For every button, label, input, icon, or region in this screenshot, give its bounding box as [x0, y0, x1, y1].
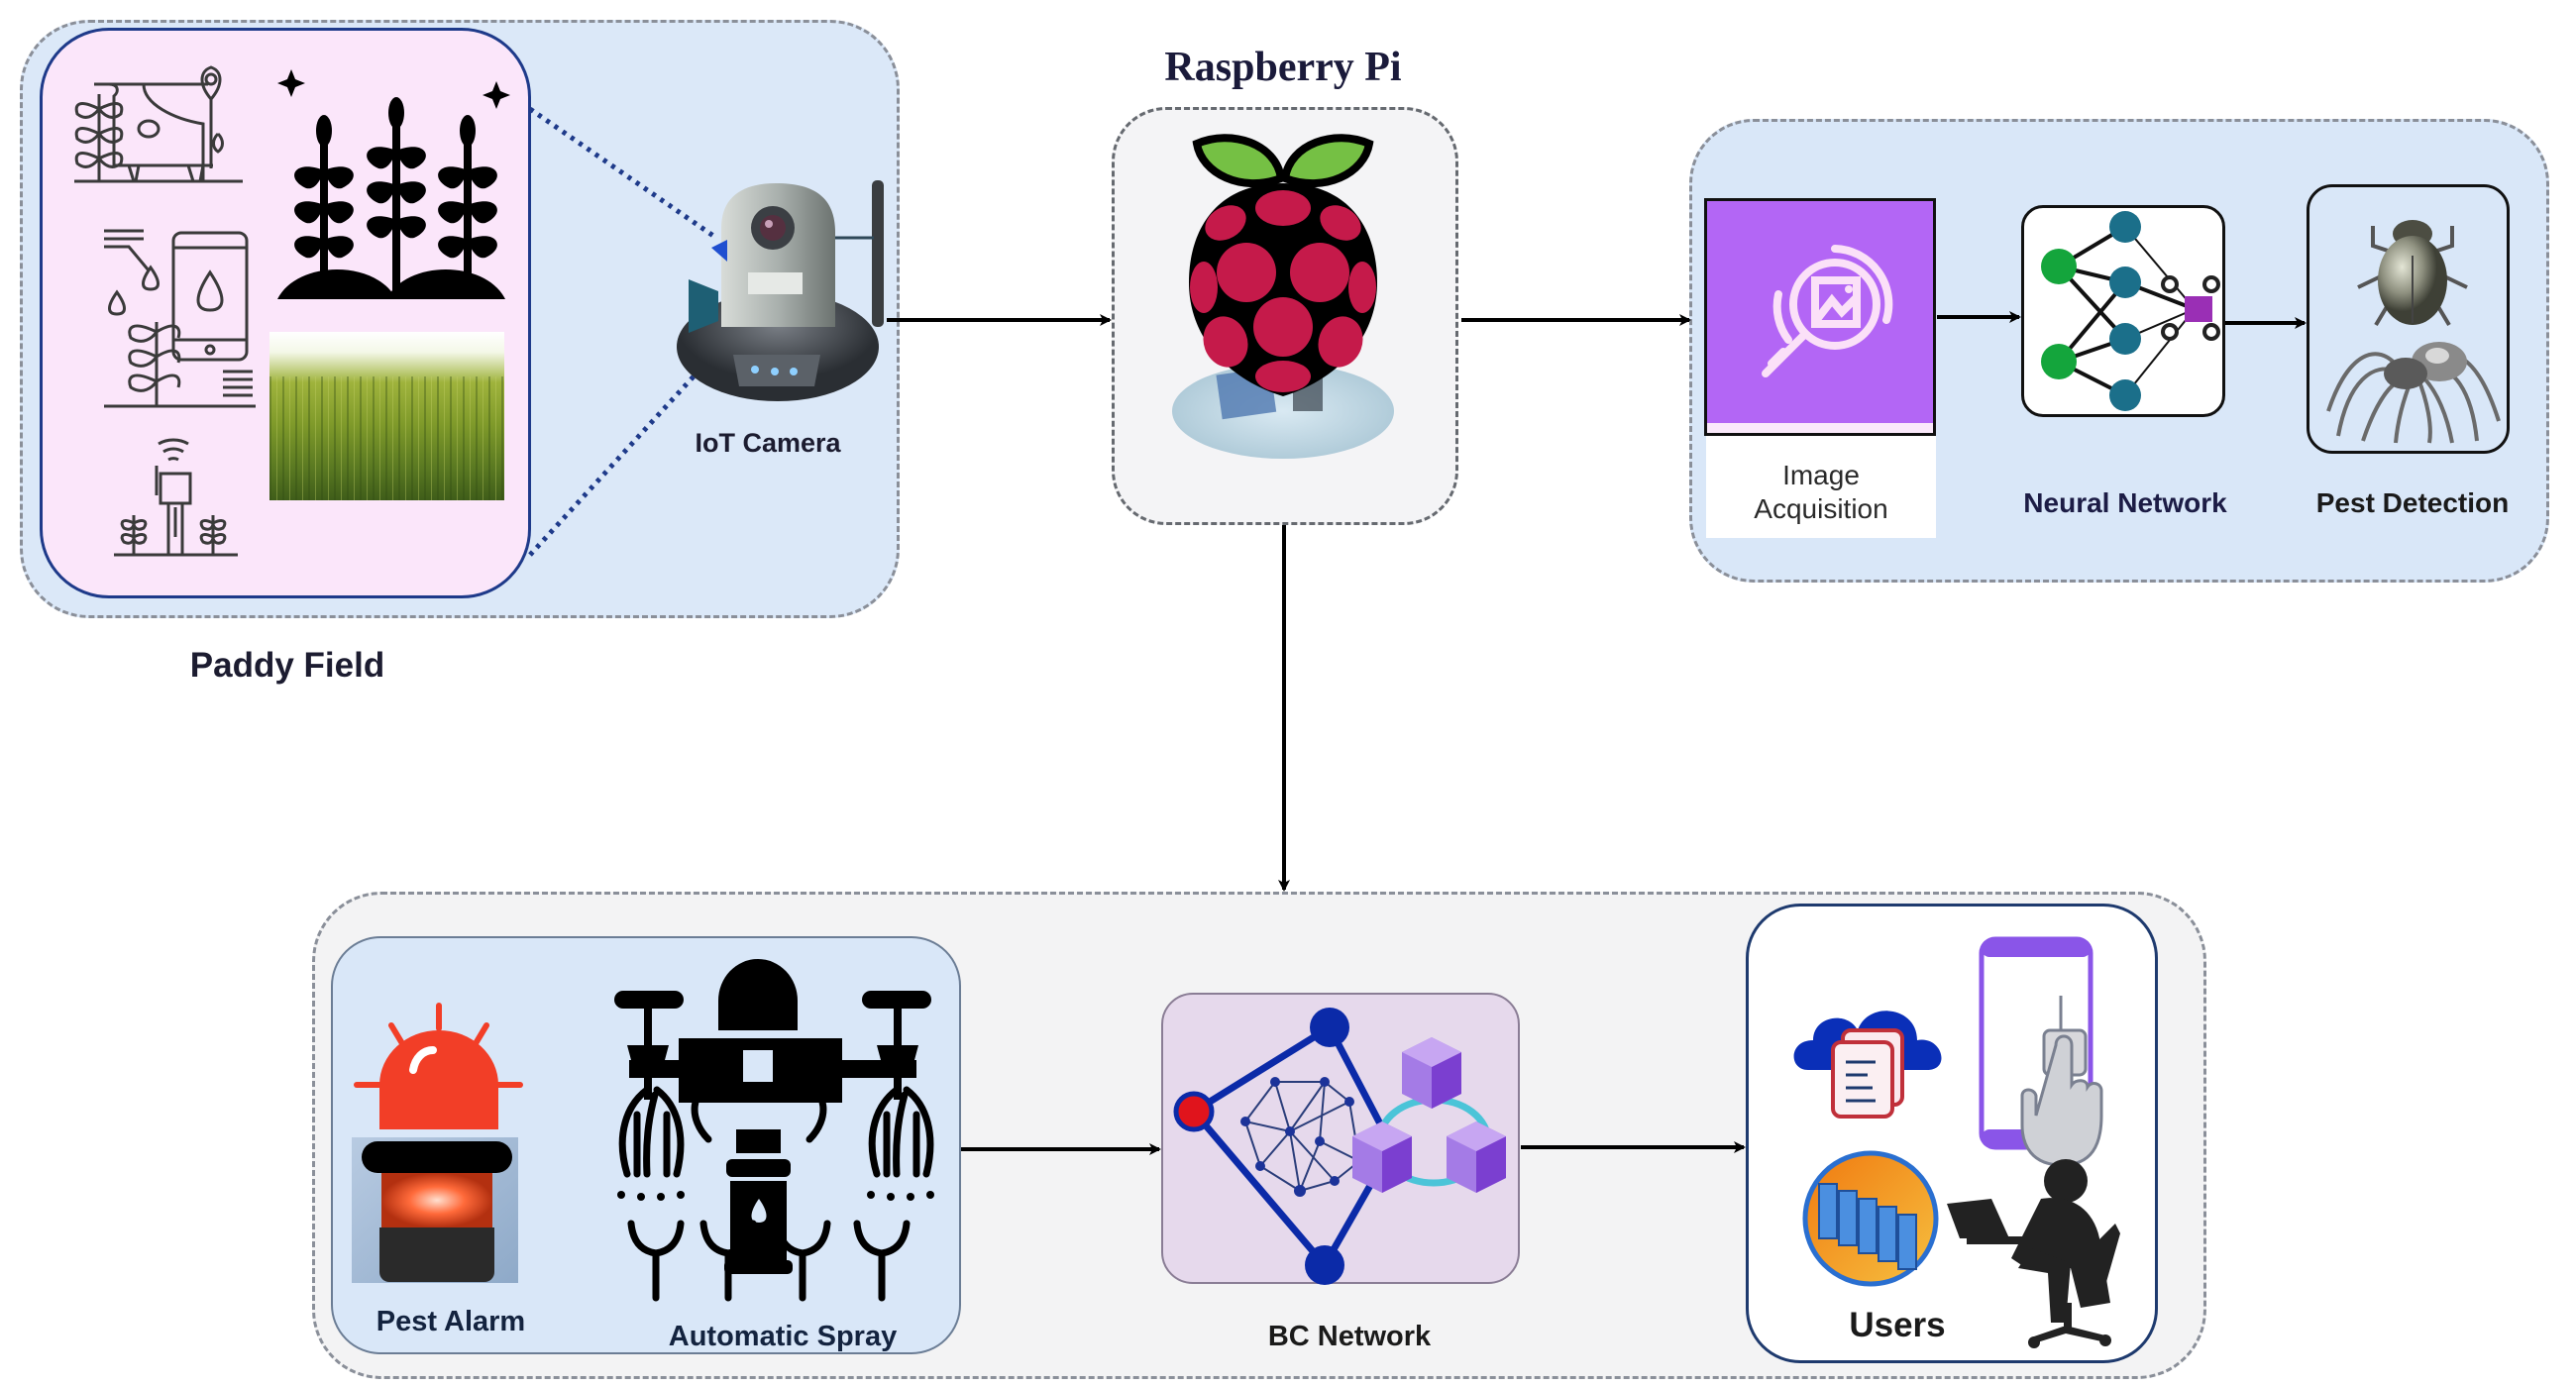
- user-at-laptop-icon: [1947, 1159, 2120, 1348]
- pest-alarm-label: Pest Alarm: [376, 1306, 526, 1337]
- cow-farm-location-icon: [74, 65, 243, 183]
- smartphone-touch-icon: [1979, 936, 2103, 1167]
- iot-camera-label: IoT Camera: [695, 428, 841, 458]
- paddy-field-label: Paddy Field: [189, 646, 385, 685]
- raspberry-pi-title: Raspberry Pi: [1164, 45, 1402, 90]
- image-acquisition-strip: [1707, 423, 1933, 433]
- users-label: Users: [1849, 1306, 1946, 1344]
- spider-icon: [2326, 342, 2501, 444]
- automatic-spray-icon: [614, 959, 934, 1302]
- image-acquisition-label-line1: Image: [1782, 460, 1860, 490]
- pest-detection-label: Pest Detection: [2315, 487, 2510, 518]
- pest-detection-box[interactable]: [2307, 184, 2510, 454]
- blockchain-network-icon: [1173, 1008, 1506, 1285]
- neural-network-icon: [2041, 211, 2220, 411]
- pest-alarm-icon: [352, 1003, 523, 1283]
- image-acquisition-label-line2: Acquisition: [1754, 493, 1888, 524]
- image-search-icon: [1762, 245, 1893, 377]
- iot-camera-icon: [677, 180, 884, 401]
- crop-plants-icon: [277, 69, 510, 299]
- soil-sensor-icon: [114, 438, 238, 557]
- rice-field-photo: [269, 332, 504, 500]
- raspberry-pi-logo-icon: [1172, 134, 1394, 459]
- image-acquisition-label-box: [1706, 436, 1936, 538]
- automatic-spray-label: Automatic Spray: [668, 1321, 898, 1352]
- bc-network-label: BC Network: [1267, 1321, 1432, 1352]
- neural-network-label: Neural Network: [2023, 487, 2227, 518]
- server-globe-icon: [1802, 1150, 1939, 1287]
- smart-irrigation-phone-icon: [104, 229, 256, 408]
- beetle-icon: [2357, 220, 2468, 327]
- cloud-documents-icon: [1793, 1011, 1942, 1119]
- rice-field-texture: [269, 376, 504, 500]
